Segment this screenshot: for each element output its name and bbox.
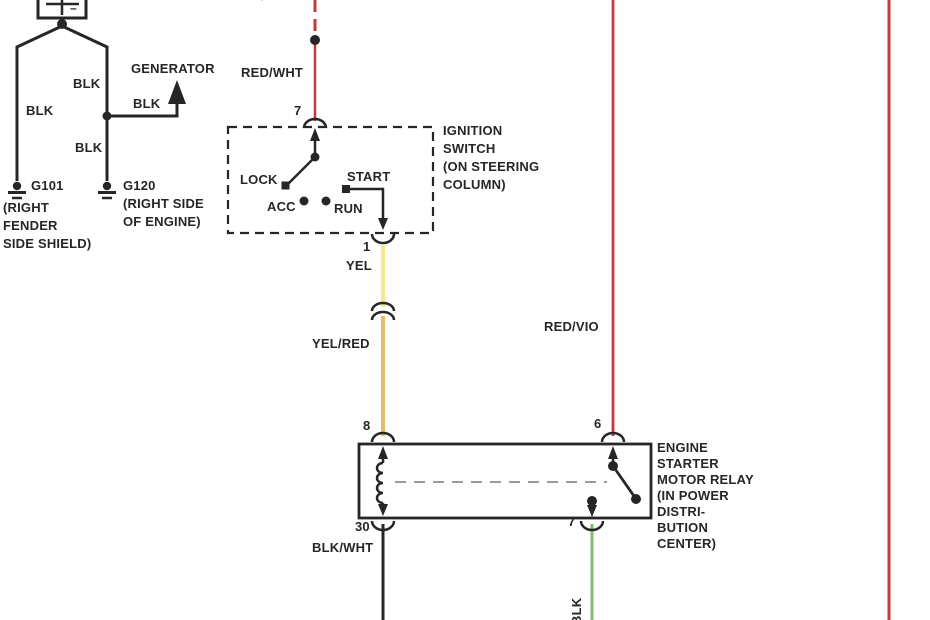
relay-name-line5: DISTRI- (657, 504, 706, 519)
ground-location-g101-line3: SIDE SHIELD) (3, 236, 92, 251)
wire-label-blk-left: BLK (26, 103, 54, 118)
connector-pin7-icon (302, 117, 328, 129)
ignition-switch-box (226, 125, 435, 235)
relay-coil-icon (375, 446, 388, 516)
ground-id-g101: G101 (31, 178, 64, 193)
ground-location-g101-line1: (RIGHT (3, 200, 49, 215)
ignition-switch-contacts (281, 128, 388, 230)
ignition-switch-name-line4: COLUMN) (443, 177, 506, 192)
inline-connector-icon (370, 301, 396, 321)
generator-arrow-icon (107, 80, 186, 118)
relay-name-line2: STARTER (657, 456, 719, 471)
wire-label-blk-generator: BLK (133, 96, 161, 111)
wire-label-red-vio: RED/VIO (544, 319, 599, 334)
wire-label-yel: YEL (346, 258, 372, 273)
connector-relay-pin7-icon (579, 520, 605, 532)
ground-location-g120-line1: (RIGHT SIDE (123, 196, 204, 211)
wire-label-blk-right-upper: BLK (73, 76, 101, 91)
wire-label-blk-right-lower: BLK (75, 140, 103, 155)
battery-minus-sign: – (70, 1, 77, 15)
ignition-switch-name-line2: SWITCH (443, 141, 496, 156)
relay-switch-icon (587, 446, 641, 517)
battery-symbol (36, 0, 88, 29)
ground-location-g101-line2: FENDER (3, 218, 58, 233)
ignition-position-lock: LOCK (240, 172, 278, 187)
relay-name-line3: MOTOR RELAY (657, 472, 754, 487)
wire-label-blk-vertical: BLK (569, 597, 584, 620)
wire-label-yel-red: YEL/RED (312, 336, 370, 351)
ignition-position-acc: ACC (267, 199, 296, 214)
ground-symbol-g101 (8, 181, 26, 200)
relay-name-line7: CENTER) (657, 536, 717, 551)
relay-pin-7: 7 (568, 514, 576, 529)
wire-label-red-wht: RED/WHT (241, 65, 304, 80)
ignition-position-run: RUN (334, 201, 363, 216)
ignition-position-start: START (347, 169, 391, 184)
ignition-pin-1: 1 (363, 239, 371, 254)
wire-label-red-wht-top: RED/WHT (233, 0, 295, 3)
connector-pin6-icon (600, 431, 626, 443)
connector-pin8-icon (370, 431, 396, 443)
ground-symbol-g120 (98, 181, 116, 200)
ground-location-g120-line2: OF ENGINE) (123, 214, 201, 229)
relay-name-line4: (IN POWER (657, 488, 729, 503)
relay-name-line1: ENGINE (657, 440, 709, 455)
ground-id-g120: G120 (123, 178, 156, 193)
ignition-pin-7: 7 (294, 103, 302, 118)
ignition-switch-name-line1: IGNITION (443, 123, 503, 138)
connector-pin30-icon (370, 520, 396, 532)
splice-dot (310, 35, 320, 45)
connector-pin1-icon (370, 233, 396, 245)
wire-label-blk-wht: BLK/WHT (312, 540, 374, 555)
starter-relay-box (357, 442, 653, 520)
relay-name-line6: BUTION (657, 520, 709, 535)
relay-pin-6: 6 (594, 416, 602, 431)
relay-pin-8: 8 (363, 418, 371, 433)
ignition-switch-name-line3: (ON STEERING (443, 159, 540, 174)
generator-label: GENERATOR (131, 61, 215, 76)
relay-pin-30: 30 (355, 519, 370, 534)
